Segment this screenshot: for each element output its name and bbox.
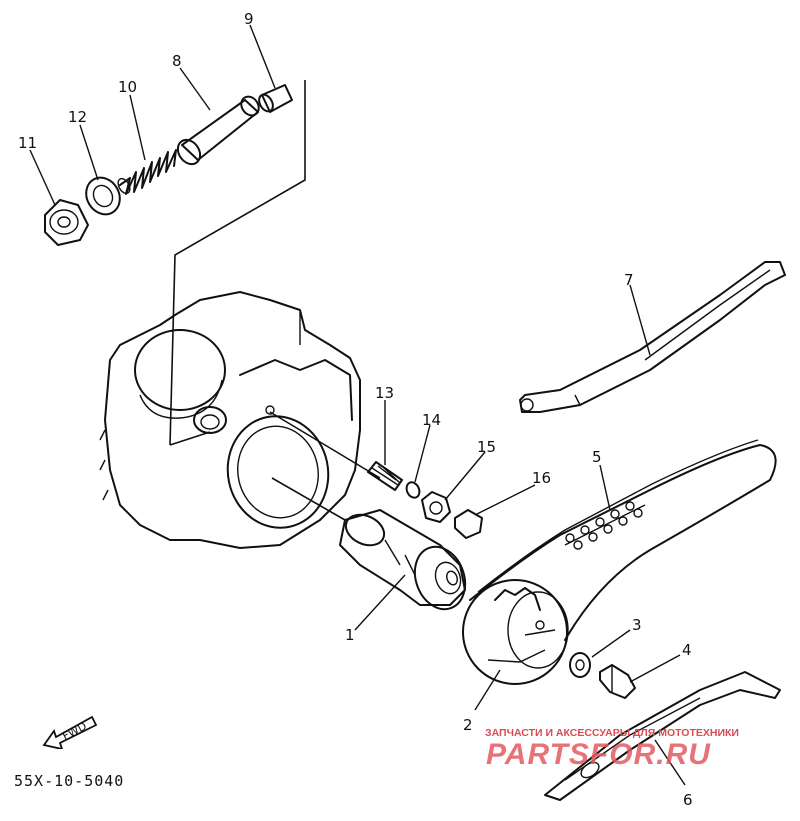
chain-links <box>559 494 646 550</box>
o-ring <box>405 481 421 499</box>
callout-14: 14 <box>422 411 441 429</box>
washer <box>569 652 591 678</box>
callout-4: 4 <box>682 641 692 659</box>
cam-chain <box>469 439 777 641</box>
forward-arrow-icon: FWD <box>40 705 100 751</box>
callout-labels: 1 2 3 4 5 6 7 8 9 10 11 12 13 14 15 16 <box>18 10 693 809</box>
callout-6: 6 <box>683 791 693 809</box>
watermark-caption: ЗАПЧАСТИ И АКСЕССУАРЫ ДЛЯ МОТОТЕХНИКИ <box>485 727 739 739</box>
diagram-part-code: 55X-10-5040 <box>14 772 125 790</box>
callout-3: 3 <box>632 616 642 634</box>
cap-nut <box>44 199 89 246</box>
callout-10: 10 <box>118 78 137 96</box>
callout-7: 7 <box>624 271 634 289</box>
tensioner-rod <box>176 95 260 166</box>
cylinder-head-housing <box>99 291 361 549</box>
leader-lines <box>29 24 686 786</box>
chain-guide <box>544 671 781 801</box>
gasket <box>85 176 121 216</box>
stud-bolt <box>367 461 403 491</box>
camshaft <box>339 509 467 611</box>
camshaft-nut <box>421 491 451 523</box>
cam-sprocket <box>462 579 569 685</box>
fwd-label: FWD <box>60 719 89 743</box>
callout-8: 8 <box>172 52 182 70</box>
watermark-brand: PARTSFOR.RU <box>486 738 711 771</box>
callout-1: 1 <box>345 626 355 644</box>
callout-2: 2 <box>463 716 473 734</box>
assembly-guide-lines <box>169 80 381 521</box>
callout-15: 15 <box>477 438 496 456</box>
callout-16: 16 <box>532 469 551 487</box>
callout-9: 9 <box>244 10 254 28</box>
sprocket-bolt <box>599 664 636 699</box>
chain-tensioner-guide <box>519 261 786 413</box>
callout-11: 11 <box>18 134 37 152</box>
callout-5: 5 <box>592 448 602 466</box>
callout-13: 13 <box>375 384 394 402</box>
tensioner-cap <box>258 84 293 113</box>
plug <box>454 509 483 539</box>
callout-12: 12 <box>68 108 87 126</box>
tensioner-spring <box>117 149 177 195</box>
